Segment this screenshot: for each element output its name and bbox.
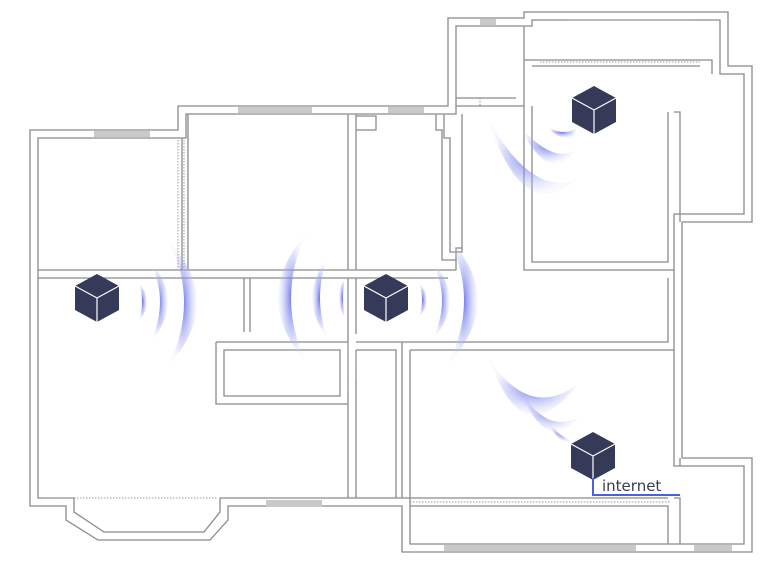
wave-hall-left	[278, 234, 346, 362]
wave-main	[490, 360, 580, 443]
door-lines	[44, 19, 700, 503]
wave-living-right	[138, 240, 197, 366]
mesh-router-icon	[570, 432, 616, 480]
mesh-router-icon	[74, 274, 120, 322]
wave-hall-right	[418, 238, 478, 364]
wave-bedroom	[488, 118, 578, 194]
windows	[94, 19, 732, 551]
mesh-router-icon	[363, 274, 409, 322]
outer-walls	[29, 11, 753, 553]
mesh-router-icon	[571, 86, 617, 134]
wifi-waves	[138, 118, 580, 443]
interior-walls	[38, 26, 713, 544]
internet-label: internet	[602, 477, 661, 495]
internet-cable	[592, 478, 680, 496]
